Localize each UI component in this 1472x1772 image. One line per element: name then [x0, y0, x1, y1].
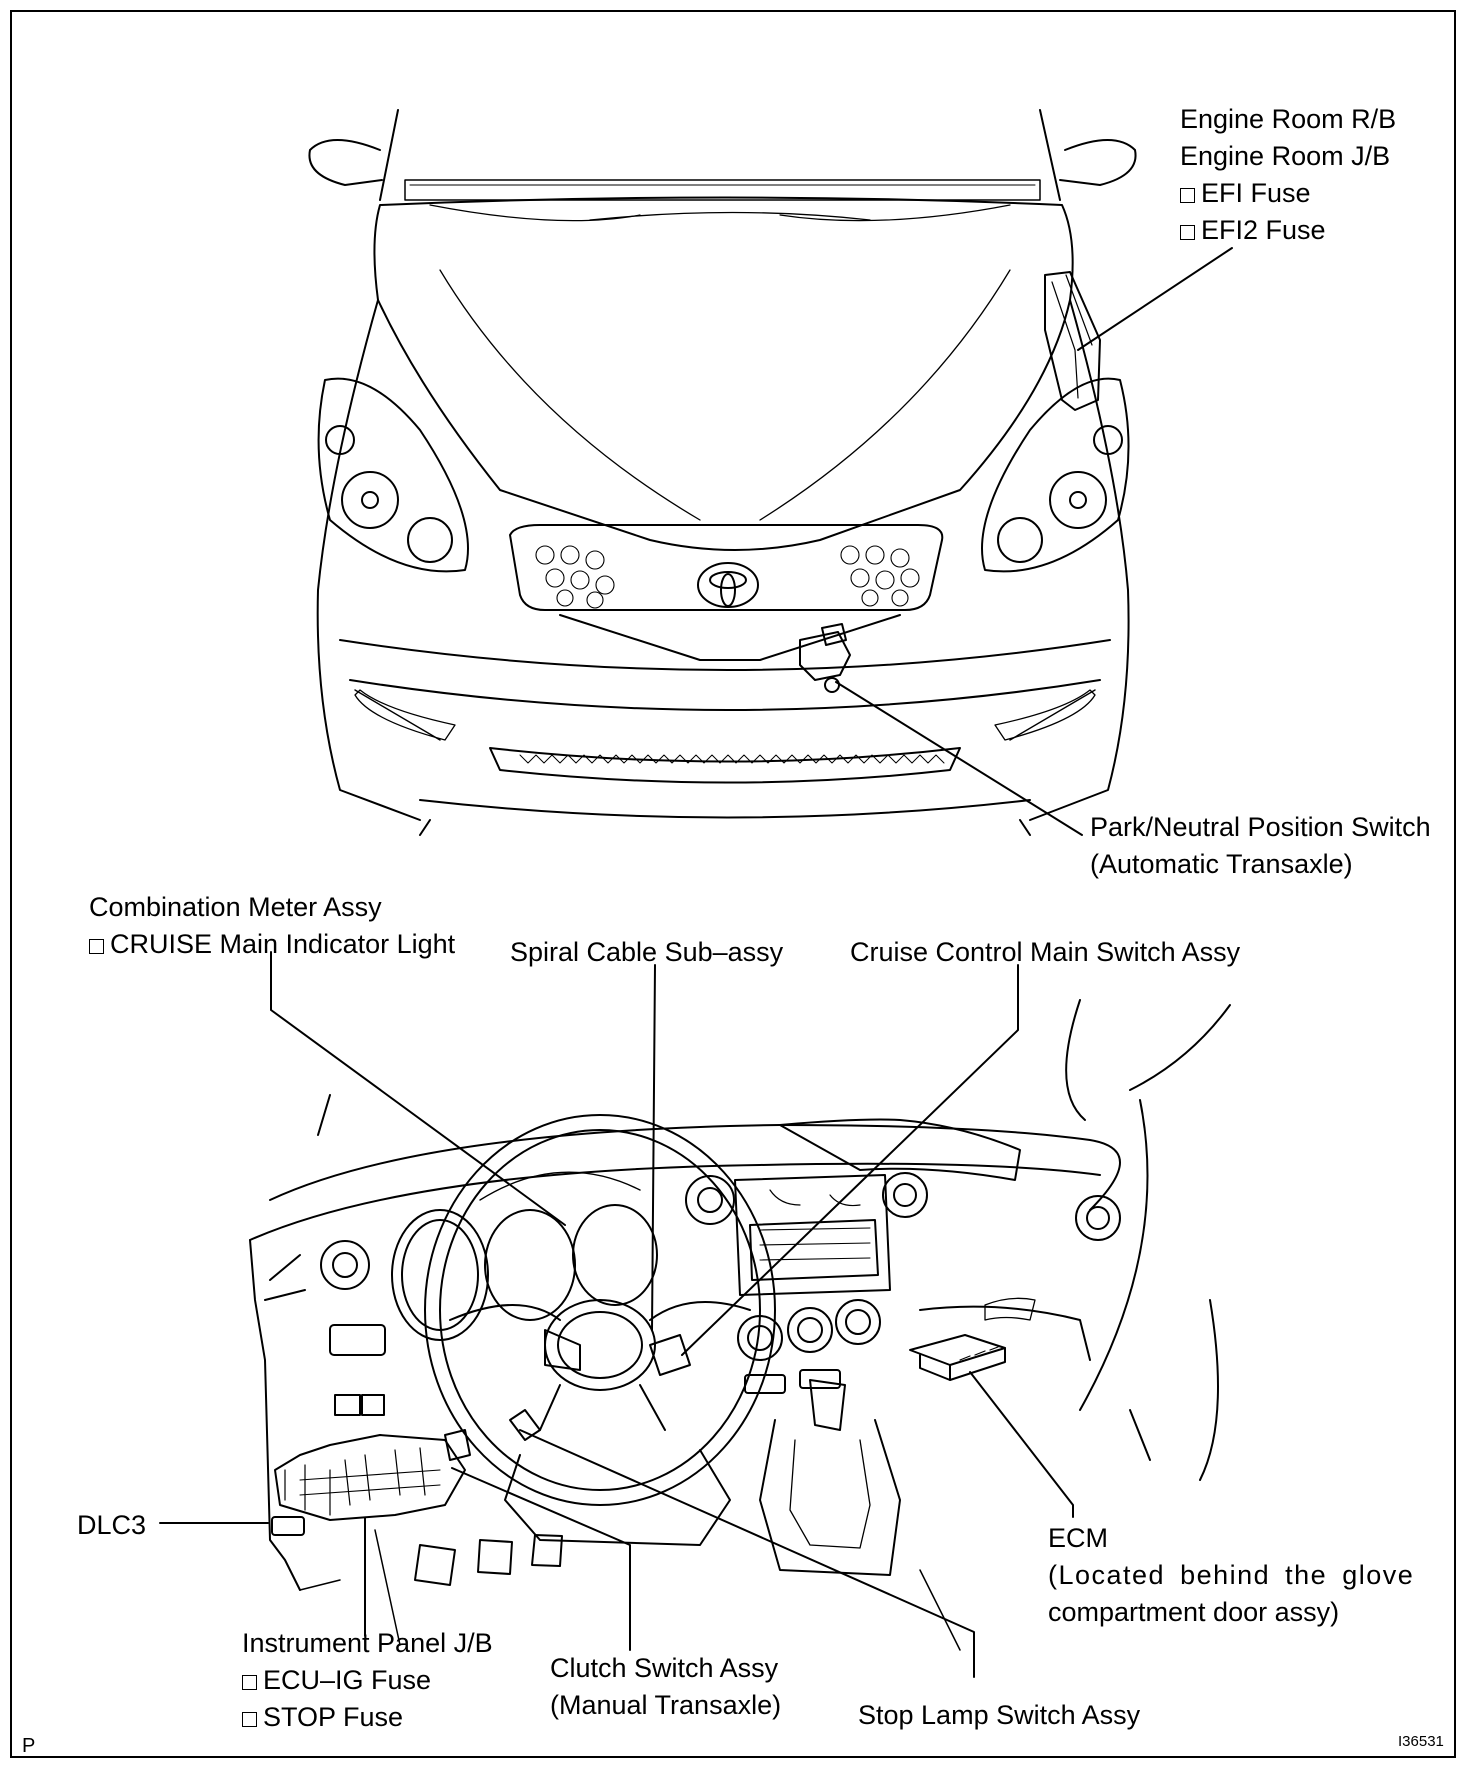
label-stop-fuse-text: STOP Fuse [263, 1702, 404, 1732]
label-park-neutral-line1: Park/Neutral Position Switch [1090, 812, 1431, 842]
leader-combination-meter [270, 951, 566, 1226]
label-efi-fuse-text: EFI Fuse [1201, 178, 1311, 208]
label-stop-lamp: Stop Lamp Switch Assy [858, 1700, 1141, 1730]
label-ecm-line3: compartment door assy) [1048, 1597, 1340, 1627]
label-ecm: ECM (Located behind the glove compartmen… [1048, 1520, 1414, 1631]
label-cruise-switch: Cruise Control Main Switch Assy [850, 937, 1241, 967]
leader-lines [159, 247, 1233, 1678]
label-ecm-line2: (Located behind the glove [1048, 1560, 1415, 1590]
label-ecm-line1: ECM [1048, 1523, 1108, 1553]
diagram-frame [10, 10, 1456, 1758]
leader-spiral-cable [651, 964, 656, 1331]
leader-stop-lamp [519, 1429, 975, 1678]
dashboard-illustration [249, 999, 1231, 1651]
checkbox-square-icon [1180, 225, 1195, 240]
label-efi2-fuse: EFI2 Fuse [1180, 212, 1396, 249]
label-dlc3: DLC3 [77, 1510, 147, 1540]
leader-ecm [969, 1371, 1074, 1518]
checkbox-square-icon [1180, 188, 1195, 203]
label-stop-fuse: STOP Fuse [242, 1699, 493, 1736]
label-efi2-fuse-text: EFI2 Fuse [1201, 215, 1326, 245]
corner-letter: P [22, 1735, 36, 1757]
label-park-neutral-line2: (Automatic Transaxle) [1090, 849, 1353, 879]
car-front-illustration [308, 109, 1137, 836]
label-clutch-switch-line2: (Manual Transaxle) [550, 1690, 782, 1720]
checkbox-square-icon [242, 1675, 257, 1690]
label-instrument-panel-line1: Instrument Panel J/B [242, 1628, 493, 1658]
checkbox-square-icon [89, 939, 104, 954]
label-efi-fuse: EFI Fuse [1180, 175, 1396, 212]
label-cruise-indicator: CRUISE Main Indicator Light [89, 926, 455, 963]
leader-cruise-switch [681, 964, 1019, 1356]
label-clutch-switch-line1: Clutch Switch Assy [550, 1653, 779, 1683]
label-engine-room-jb: Engine Room J/B [1180, 141, 1391, 171]
label-combination-meter: Combination Meter Assy CRUISE Main Indic… [89, 889, 455, 963]
figure-code: I36531 [1398, 1733, 1444, 1750]
checkbox-square-icon [242, 1712, 257, 1727]
label-ecu-ig-fuse-text: ECU–IG Fuse [263, 1665, 432, 1695]
leader-clutch-switch [451, 1467, 631, 1651]
label-cruise-indicator-text: CRUISE Main Indicator Light [110, 929, 456, 959]
leader-park-neutral [835, 681, 1083, 836]
label-instrument-panel: Instrument Panel J/B ECU–IG Fuse STOP Fu… [242, 1625, 493, 1736]
label-park-neutral: Park/Neutral Position Switch (Automatic … [1090, 809, 1431, 883]
leader-engine-room [1077, 247, 1233, 351]
label-engine-room: Engine Room R/B Engine Room J/B EFI Fuse… [1180, 101, 1396, 249]
label-ecu-ig-fuse: ECU–IG Fuse [242, 1662, 493, 1699]
label-combination-meter-line1: Combination Meter Assy [89, 892, 382, 922]
label-spiral-cable: Spiral Cable Sub–assy [510, 937, 784, 967]
label-clutch-switch: Clutch Switch Assy (Manual Transaxle) [550, 1650, 781, 1724]
label-engine-room-rb: Engine Room R/B [1180, 104, 1397, 134]
